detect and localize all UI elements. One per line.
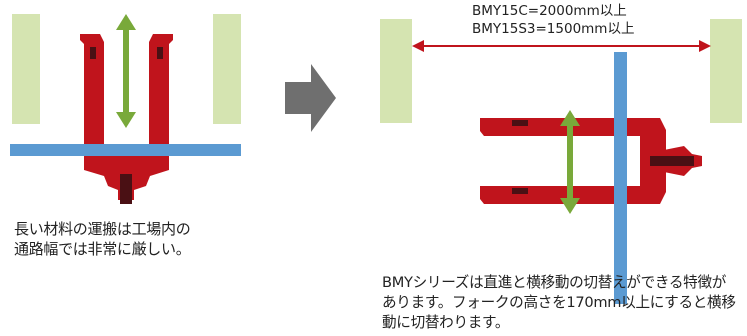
- right-caption-line-3: 動に切替わります。: [382, 314, 510, 331]
- right-pallet-truck: [480, 118, 702, 204]
- left-truck-fork-right: [149, 34, 173, 162]
- right-pallet-long-material: [614, 52, 627, 304]
- left-truck-body: [84, 150, 169, 176]
- right-fork-wheel-bottom: [512, 188, 528, 194]
- right-truck-handle-grip: [650, 156, 694, 166]
- right-pallet-right: [710, 19, 742, 123]
- left-pallet-right: [213, 14, 241, 124]
- right-panel: [380, 19, 742, 304]
- right-movement-arrow: [560, 110, 580, 214]
- right-caption-line-1: BMYシリーズは直進と横移動の切替えができる特徴が: [382, 274, 727, 291]
- left-pallet-truck: [80, 34, 173, 204]
- left-truck-handle-grip: [120, 174, 132, 204]
- dimension-label-bmy15c: BMY15C=2000mm以上: [472, 3, 627, 19]
- left-movement-arrow: [116, 14, 136, 128]
- left-caption-line-1: 長い材料の運搬は工場内の: [14, 220, 191, 238]
- dimension-arrow: [412, 40, 711, 52]
- left-pallet-long-material: [10, 144, 241, 156]
- right-caption: BMYシリーズは直進と横移動の切替えができる特徴が あります。フォークの高さを1…: [382, 273, 744, 333]
- dimension-label-bmy15s3: BMY15S3=1500mm以上: [472, 21, 635, 37]
- left-fork-wheel-left: [90, 47, 96, 59]
- left-panel: [10, 14, 241, 204]
- right-caption-line-2: あります。フォークの高さを170mm以上にすると横移: [382, 294, 736, 311]
- left-caption-line-2: 通路幅では非常に厳しい。: [14, 240, 191, 258]
- right-pallet-left: [380, 19, 412, 123]
- right-fork-wheel-top: [512, 120, 528, 126]
- left-truck-fork-left: [80, 34, 104, 162]
- left-fork-wheel-right: [157, 47, 163, 59]
- right-arrow-icon: [285, 64, 336, 132]
- left-caption: 長い材料の運搬は工場内の 通路幅では非常に厳しい。: [14, 219, 254, 259]
- left-pallet-left: [12, 14, 40, 124]
